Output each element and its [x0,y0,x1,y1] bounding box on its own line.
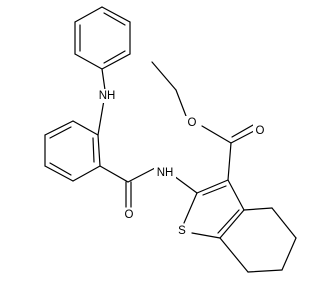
bond [243,207,273,211]
bond [72,165,101,182]
bond [219,237,249,273]
bond-double-inner [217,209,240,234]
bond [74,53,103,70]
bond-nh-thiophene [173,175,198,194]
atom-nh-amine: NH [96,89,118,103]
bond-ch2-ch3 [151,61,177,91]
atom-label-o-ester-carbonyl: O [256,125,265,137]
atom-o-amide: O [122,208,136,222]
bond-nh-benzene [97,99,105,136]
bond [247,269,283,273]
bond-double-inner [49,162,72,176]
bond-ester-c-o-carbonyl-double [231,124,254,138]
bond-s-c [183,192,198,224]
atom-label-nh-amine: NH [99,90,116,102]
atom-s-thiophene: S [175,224,189,238]
molecule-structure-diagram: NH NH O O O S [44,6,297,273]
atom-o-ester-ether: O [185,116,199,130]
bond [101,53,131,70]
bond-double-inner [202,185,227,196]
bond-ring-ester-c [227,142,232,181]
bond-benzene-carbonyl [99,165,129,183]
atom-label-o-ester-ether: O [188,117,197,129]
atom-label-s-thiophene: S [178,225,186,237]
bond-double-inner [103,12,126,26]
benzene-ring [44,120,101,182]
bond-phenyl-nh [101,68,106,91]
bond [74,6,103,23]
bond [101,6,131,23]
bond [44,165,74,182]
bond [219,209,245,239]
bond-carbonyl-nh [127,167,156,183]
bond [72,120,99,136]
bond [281,237,297,271]
atom-label-o-carbonyl-amide: O [125,209,134,221]
bond [44,120,74,136]
atom-o-ester-carbonyl: O [253,124,267,138]
phenyl-ring [74,6,131,70]
bond-o-ch2 [175,89,187,117]
bond-c-s [191,232,221,239]
atom-label-nh-amide: NH [157,167,174,179]
bond-double-inner [103,50,126,64]
cyclohexene-ring [219,207,297,273]
bond-double-inner [49,126,72,139]
thiophene-ring [183,179,245,239]
atom-nh-amide: NH [154,166,176,180]
bond [227,179,245,211]
bond [196,179,229,194]
bond-ester-c-o-carbonyl [230,130,255,144]
bond [97,134,101,167]
bond-ester-c-o-ether [201,125,232,144]
bond-double-inner [92,137,95,163]
bond [271,207,297,239]
